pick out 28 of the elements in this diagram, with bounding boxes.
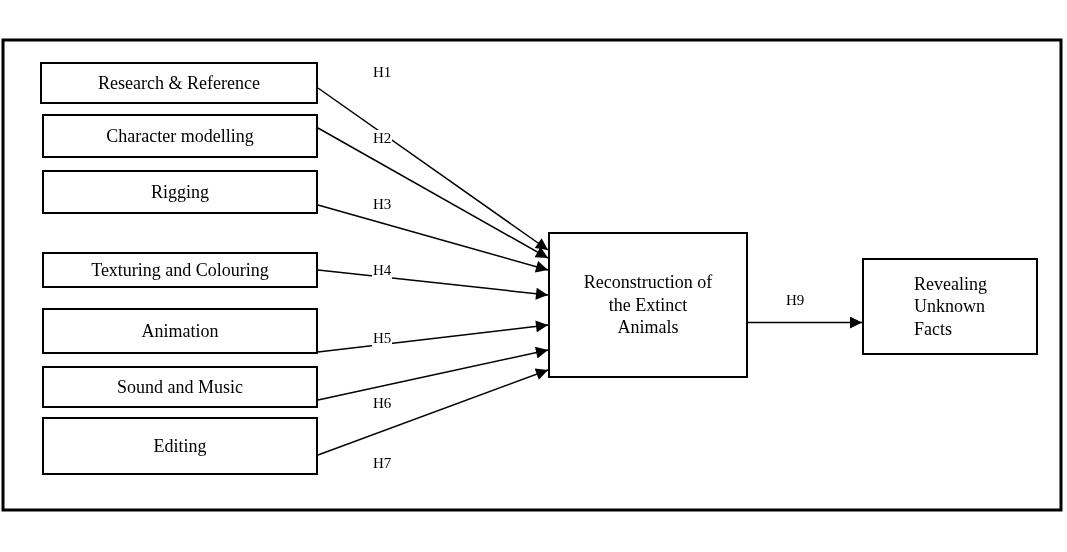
- box-label: Research & Reference: [98, 71, 260, 95]
- process-box: [548, 232, 748, 378]
- process-box: [862, 258, 1038, 355]
- process-box: [42, 308, 318, 354]
- arrow: [317, 368, 549, 456]
- box-label: Sound and Music: [117, 375, 243, 399]
- arrow: [317, 320, 549, 353]
- arrow: [317, 269, 549, 300]
- arrow: [317, 346, 549, 401]
- process-box: [42, 114, 318, 158]
- box-label: Character modelling: [106, 124, 254, 148]
- arrow: [317, 87, 549, 251]
- process-box: [42, 417, 318, 475]
- box-label: Revealing Unknown Facts: [913, 272, 988, 341]
- edge-label: H5: [372, 330, 393, 347]
- process-box: [42, 366, 318, 408]
- box-label: Texturing and Colouring: [91, 258, 269, 282]
- process-box: [40, 62, 318, 104]
- box-label: Editing: [153, 434, 207, 458]
- arrow: [317, 204, 549, 273]
- box-label: Reconstruction of the Extinct Animals: [582, 271, 714, 339]
- box-label: Animation: [141, 319, 219, 343]
- box-label: Rigging: [151, 180, 209, 204]
- arrow: [317, 127, 549, 259]
- edge-label: H4: [372, 262, 393, 279]
- arrow: [747, 316, 863, 329]
- process-box: [42, 170, 318, 214]
- process-box: [42, 252, 318, 288]
